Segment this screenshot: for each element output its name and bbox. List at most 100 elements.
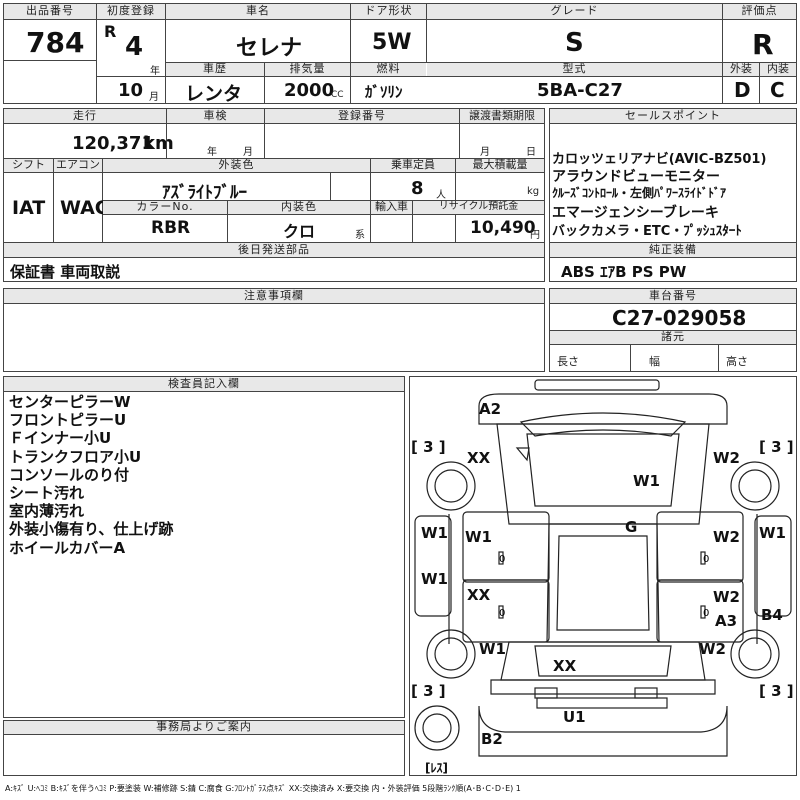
recycle-value: 10,490: [470, 218, 536, 238]
car-diagram-frame: [409, 376, 797, 776]
tire-label-rear-right: [ 3 ]: [759, 682, 794, 700]
damage-mark: W1: [421, 524, 448, 542]
lot-label: 出品番号: [4, 4, 96, 20]
load-label: 最大積載量: [456, 159, 544, 173]
exterior-label: 外装: [723, 63, 759, 77]
shift-label: シフト: [4, 159, 53, 173]
fuel-value: ｶﾞｿﾘﾝ: [365, 83, 403, 101]
car-name-value: セレナ: [236, 36, 303, 61]
damage-mark: W1: [421, 570, 448, 588]
tire-label-spare: [ﾚｽ]: [425, 761, 448, 775]
mileage-unit: km: [143, 133, 174, 154]
damage-mark: A2: [479, 400, 501, 418]
load-unit: kg: [527, 186, 540, 197]
sales-label: セールスポイント: [550, 109, 796, 124]
damage-mark: A3: [715, 612, 737, 630]
colorno-value: RBR: [151, 218, 191, 238]
recycle-unit: 円: [530, 230, 540, 241]
interior-value: C: [770, 78, 785, 102]
ac-value: WAC: [60, 197, 109, 219]
recycle-label: リサイクル預託金: [413, 201, 544, 215]
equip-value: ABS ｴｱB PS PW: [561, 263, 687, 281]
door-label: ドア形状: [351, 4, 426, 20]
height-label: 高さ: [726, 355, 748, 368]
sales-line: エマージェンシーブレーキ: [552, 205, 719, 221]
capacity-unit: 人: [436, 190, 446, 201]
inspector-line: センターピラーW: [9, 393, 131, 411]
rating-value: R: [752, 28, 774, 61]
displacement-unit: CC: [331, 90, 344, 100]
inspector-block: [3, 376, 405, 718]
inspection-month-unit: 月: [243, 147, 253, 158]
grade-label: グレード: [427, 4, 722, 20]
chassis-value: C27-029058: [612, 306, 747, 330]
later-label: 後日発送部品: [4, 243, 544, 258]
intcolor-label: 内装色: [228, 201, 370, 215]
door-zero: 0: [499, 554, 505, 565]
sales-line: カロッツェリアナビ(AVIC-BZ501): [552, 152, 767, 167]
office-block: [3, 720, 405, 776]
intcolor-unit: 系: [355, 230, 365, 241]
notes-block: [3, 288, 545, 372]
colorno-label: カラーNo.: [103, 201, 227, 215]
transfer-day-unit: 日: [526, 147, 536, 158]
capacity-value: 8: [411, 178, 424, 199]
door-zero: 0: [703, 554, 709, 565]
first-reg-label: 初度登録: [97, 4, 165, 20]
inspector-lines: センターピラーW フロントピラーU Ｆインナー小U トランクフロア小U コンソー…: [9, 393, 399, 557]
inspector-label: 検査員記入欄: [4, 377, 404, 392]
displacement-value: 2000: [284, 80, 335, 101]
exterior-value: D: [734, 78, 751, 102]
color-label: 外装色: [103, 159, 370, 173]
inspector-line: 外装小傷有り、仕上げ跡: [9, 520, 174, 539]
tire-label-rear-left: [ 3 ]: [411, 682, 446, 700]
sales-line: バックカメラ・ETC・ﾌﾟｯｼｭｽﾀｰﾄ: [552, 224, 742, 239]
import-label: 輸入車: [371, 201, 412, 215]
vehicle-detail-block: [3, 108, 545, 282]
door-value: 5W: [372, 30, 412, 55]
width-label: 幅: [649, 355, 660, 368]
inspector-line: フロントピラーU: [9, 411, 127, 430]
sales-point-block: [549, 108, 797, 282]
inspector-line: ホイールカバーA: [9, 538, 126, 557]
intcolor-value: クロ: [283, 222, 316, 241]
door-zero: 0: [499, 608, 505, 619]
tire-label-front-left: [ 3 ]: [411, 438, 446, 456]
car-diagram: [ 3 ] [ 3 ] [ 3 ] [ 3 ] [ﾚｽ] A2 XX W2 W1…: [411, 379, 794, 775]
mileage-label: 走行: [4, 109, 166, 124]
year-value: 4: [125, 32, 144, 62]
inspector-line: トランクフロア小U: [9, 447, 142, 466]
history-value: レンタ: [185, 83, 243, 105]
month-value: 10: [118, 80, 144, 101]
notes-label: 注意事項欄: [4, 289, 544, 304]
damage-mark: U1: [563, 708, 586, 726]
era-value: R: [104, 22, 117, 41]
damage-mark: XX: [553, 657, 577, 675]
damage-mark: W1: [759, 524, 786, 542]
inspection-year-unit: 年: [207, 147, 217, 158]
model-label: 型式: [427, 63, 722, 77]
damage-mark: XX: [467, 586, 491, 604]
transfer-month-unit: 月: [480, 147, 490, 158]
tire-label-front-right: [ 3 ]: [759, 438, 794, 456]
inspector-line: シート汚れ: [9, 484, 85, 503]
month-unit: 月: [149, 92, 159, 103]
damage-mark: W2: [713, 528, 740, 546]
interior-label: 内装: [760, 63, 796, 77]
inspection-label: 車検: [167, 109, 264, 124]
model-value: 5BA-C27: [537, 80, 623, 101]
fuel-label: 燃料: [351, 63, 426, 77]
mileage-value: 120,371: [72, 133, 154, 154]
displacement-label: 排気量: [265, 63, 350, 77]
legend-text: A:ｷｽﾞ U:ﾍｺﾐ B:ｷｽﾞを伴うﾍｺﾐ P:要塗装 W:補修跡 S:錆 …: [5, 784, 521, 793]
damage-mark: B2: [481, 730, 503, 748]
ac-label: エアコン: [54, 158, 102, 173]
damage-mark: W1: [465, 528, 492, 546]
later-value: 保証書 車両取説: [10, 263, 121, 281]
damage-mark: W2: [699, 640, 726, 658]
sales-line: ｸﾙｰｽﾞｺﾝﾄﾛｰﾙ・左側ﾊﾟﾜｰｽﾗｲﾄﾞﾄﾞｱ: [552, 186, 727, 200]
door-zero: 0: [703, 608, 709, 619]
inspector-line: Ｆインナー小U: [9, 429, 112, 448]
inspector-line: コンソールのり付: [9, 465, 130, 484]
car-name-label: 車名: [166, 4, 350, 20]
